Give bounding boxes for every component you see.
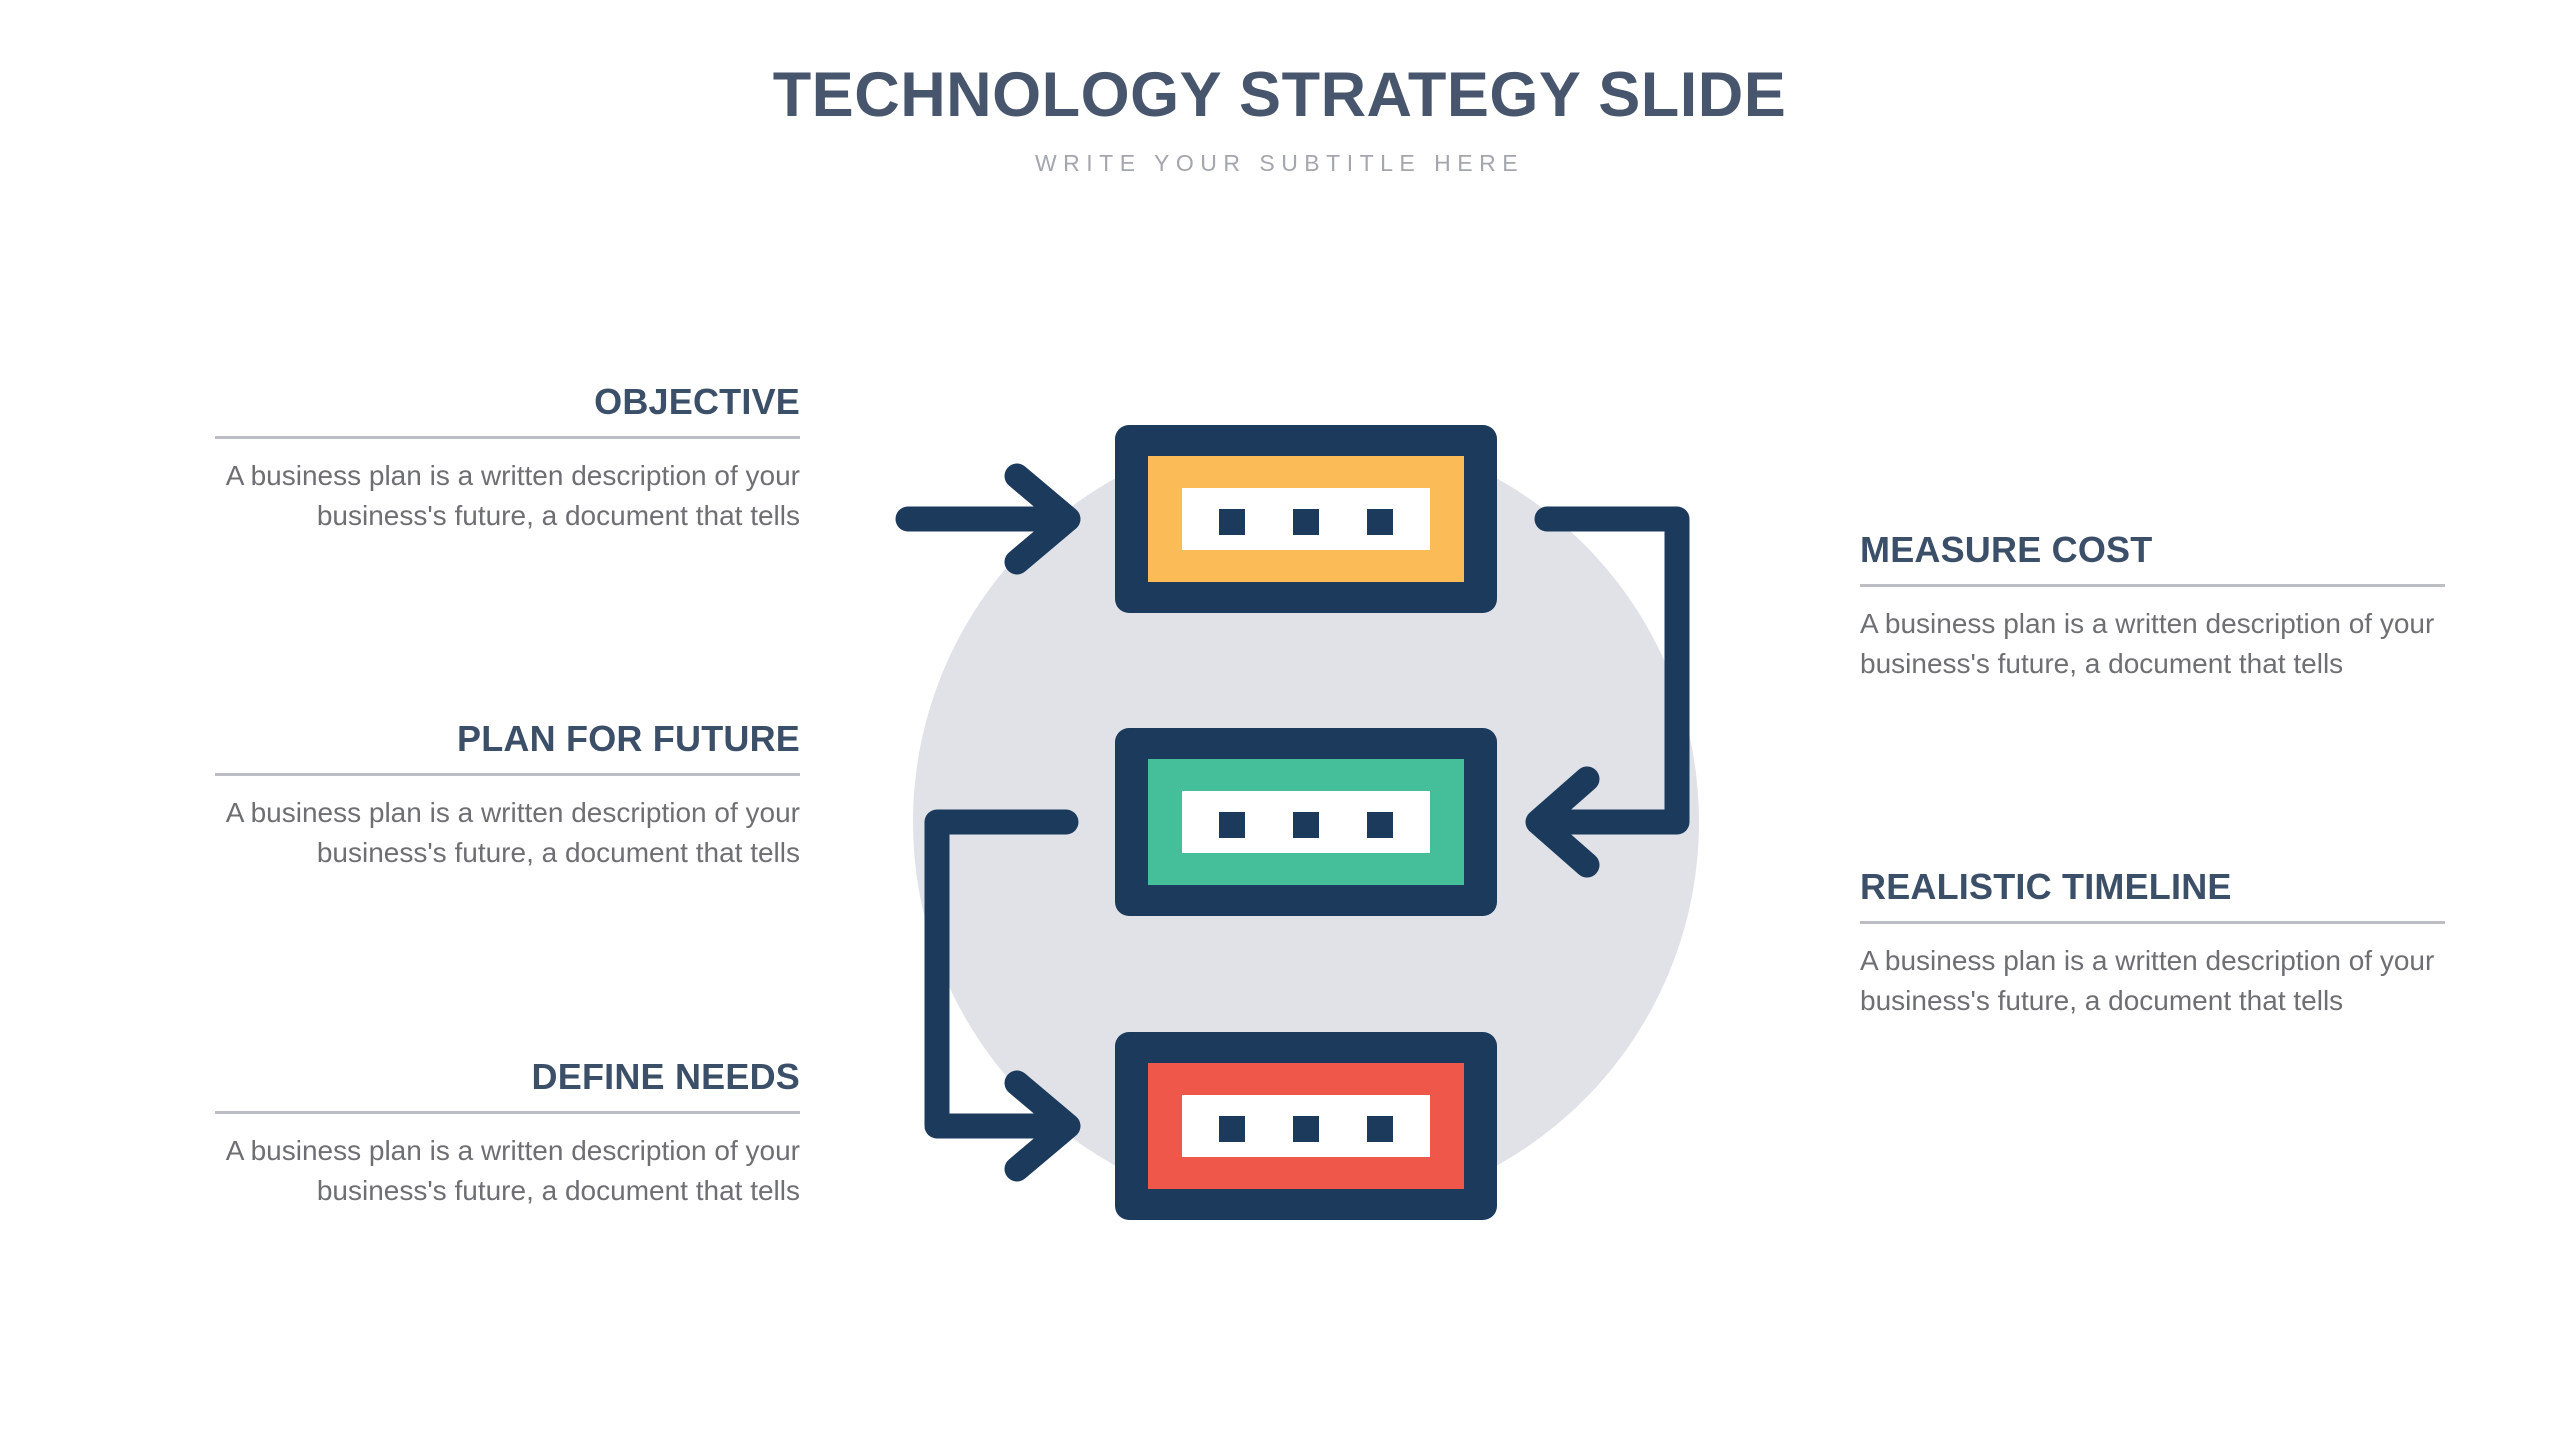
info-block-objective: OBJECTIVE A business plan is a written d… (215, 382, 800, 537)
info-block-body: A business plan is a written description… (225, 1134, 800, 1207)
info-block-measure-cost: MEASURE COST A business plan is a writte… (1860, 530, 2445, 685)
green-process-box (1115, 728, 1497, 916)
box-dot (1219, 1116, 1245, 1142)
info-block-heading: DEFINE NEEDS (531, 1056, 800, 1097)
page-title: TECHNOLOGY STRATEGY SLIDE (772, 60, 1787, 130)
heading-divider (1860, 920, 2445, 924)
heading-divider (215, 435, 800, 439)
heading-divider (215, 1110, 800, 1114)
arrow-green-to-red-icon (924, 809, 1081, 1182)
arrow-into-orange-icon (895, 463, 1081, 575)
info-block-body: A business plan is a written description… (225, 796, 800, 869)
heading-divider (215, 772, 800, 776)
info-block-body: A business plan is a written description… (1860, 944, 2435, 1017)
box-dot (1219, 509, 1245, 535)
box-dot (1367, 1116, 1393, 1142)
slide-header: TECHNOLOGY STRATEGY SLIDE WRITE YOUR SUB… (0, 0, 2559, 177)
page-subtitle: WRITE YOUR SUBTITLE HERE (1034, 150, 1525, 177)
box-dot (1293, 812, 1319, 838)
info-block-heading: REALISTIC TIMELINE (1860, 866, 2232, 907)
box-dot (1219, 812, 1245, 838)
info-block-realistic-timeline: REALISTIC TIMELINE A business plan is a … (1860, 867, 2445, 1022)
info-block-heading: MEASURE COST (1860, 529, 2153, 570)
info-block-heading: OBJECTIVE (594, 381, 800, 422)
box-dot (1293, 1116, 1319, 1142)
info-block-body: A business plan is a written description… (1860, 607, 2435, 680)
heading-divider (1860, 583, 2445, 587)
info-block-plan-for-future: PLAN FOR FUTURE A business plan is a wri… (215, 719, 800, 874)
box-dot (1293, 509, 1319, 535)
red-process-box (1115, 1032, 1497, 1220)
process-flow-diagram (880, 400, 1720, 1240)
info-block-body: A business plan is a written description… (225, 459, 800, 532)
info-block-define-needs: DEFINE NEEDS A business plan is a writte… (215, 1057, 800, 1212)
box-dot (1367, 509, 1393, 535)
arrow-orange-to-green-icon (1525, 506, 1690, 878)
box-dot (1367, 812, 1393, 838)
orange-process-box (1115, 425, 1497, 613)
info-block-heading: PLAN FOR FUTURE (457, 718, 800, 759)
